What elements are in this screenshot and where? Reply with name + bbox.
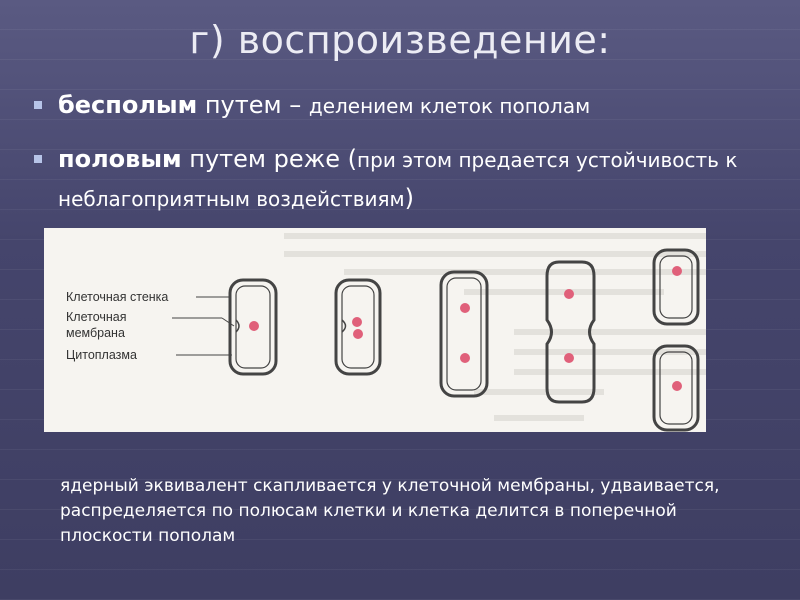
bullet-marker (34, 101, 42, 109)
nucleoid (352, 317, 362, 327)
cell-division-figure: Клеточная стенка Клеточная мембрана Цито… (44, 228, 706, 432)
caption-text: ядерный эквивалент скапливается у клеточ… (60, 474, 720, 549)
bullet-asexual-detail: делением клеток пополам (309, 94, 590, 118)
nucleoid (460, 303, 470, 313)
nucleoid (564, 353, 574, 363)
leader-lines (172, 297, 234, 355)
bullet-asexual: бесполым путем – делением клеток пополам (34, 86, 590, 125)
bullet-sexual-text: путем реже ( (182, 145, 357, 173)
bullet-sexual-bold: половым (58, 145, 182, 173)
bullet-marker (34, 155, 42, 163)
label-cytoplasm: Цитоплазма (66, 348, 137, 362)
nucleoid (672, 266, 682, 276)
nucleoid (353, 329, 363, 339)
label-membrane-line2: мембрана (66, 326, 125, 340)
background-print-lines (284, 236, 706, 418)
nucleoid (249, 321, 259, 331)
cell-stage-5 (654, 250, 698, 430)
cell-stage-2 (336, 280, 380, 374)
bullet-sexual-close: ) (405, 184, 414, 212)
label-cell-wall: Клеточная стенка (66, 290, 168, 304)
bullet-sexual: половым путем реже (при этом предается у… (34, 140, 754, 218)
slide-title: г) воспроизведение: (0, 18, 800, 62)
bullet-asexual-text: путем – (197, 91, 309, 119)
nucleoid (672, 381, 682, 391)
label-membrane-line1: Клеточная (66, 310, 127, 324)
bullet-asexual-bold: бесполым (58, 91, 197, 119)
nucleoid (460, 353, 470, 363)
cell-division-diagram: Клеточная стенка Клеточная мембрана Цито… (44, 228, 706, 432)
nucleoid (564, 289, 574, 299)
